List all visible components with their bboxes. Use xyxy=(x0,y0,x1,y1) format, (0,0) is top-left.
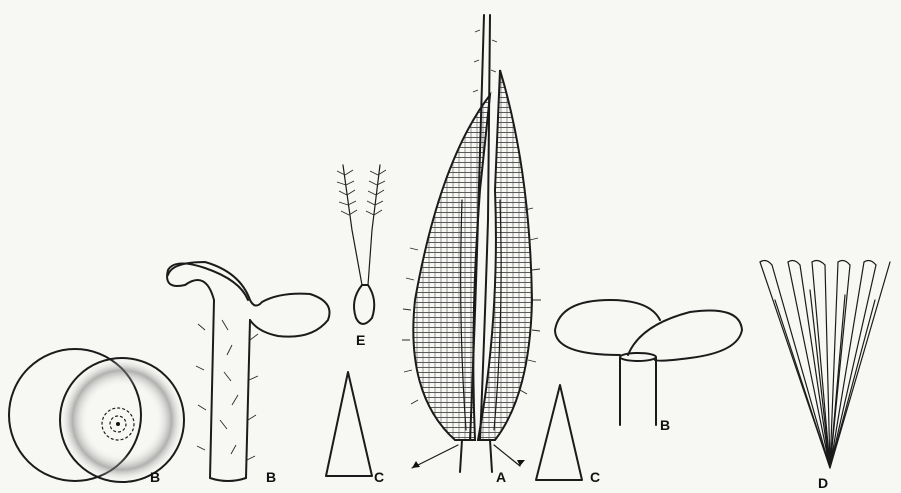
label-c-right: C xyxy=(590,469,600,485)
pappus-bristles xyxy=(760,261,890,468)
label-a: A xyxy=(496,469,506,485)
label-e: E xyxy=(356,332,365,348)
feathery-stamen xyxy=(337,165,386,324)
label-b-right: B xyxy=(660,417,670,433)
label-c-left: C xyxy=(374,469,384,485)
label-b-left: B xyxy=(150,469,160,485)
scale-left xyxy=(326,372,372,476)
stigma-side-view xyxy=(555,300,742,425)
label-b-mid: B xyxy=(266,469,276,485)
scale-right xyxy=(536,385,582,480)
label-d: D xyxy=(818,475,828,491)
floret-main xyxy=(402,15,541,472)
style-with-stigma xyxy=(167,262,329,481)
stigma-top-view xyxy=(9,349,184,482)
